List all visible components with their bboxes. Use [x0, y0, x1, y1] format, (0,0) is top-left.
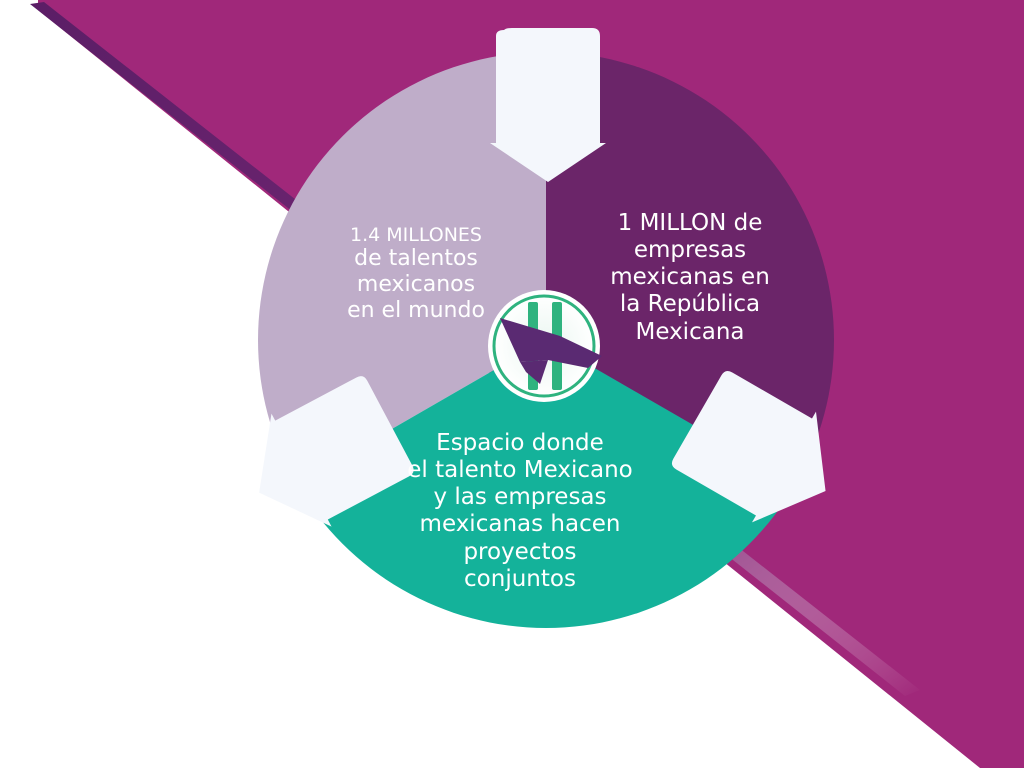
- space-line: el talento Mexicano: [407, 457, 633, 484]
- companies-line: empresas: [633, 237, 747, 264]
- space-line: y las empresas: [433, 484, 607, 511]
- down-right-arrow-icon: [671, 371, 826, 523]
- segment-space-text: Espacio donde el talento Mexicano y las …: [395, 430, 645, 593]
- segment-companies-text: 1 MILLON de empresas mexicanas en la Rep…: [580, 210, 800, 346]
- companies-line: mexicanas en: [610, 264, 770, 291]
- mexico-emblem-icon: [488, 290, 602, 402]
- space-line: proyectos: [463, 538, 577, 565]
- down-left-arrow-icon: [259, 376, 414, 527]
- talent-line: mexicanos: [356, 272, 476, 298]
- space-line: conjuntos: [464, 565, 576, 592]
- segment-talent-text: 1.4 MILLONES de talentos mexicanos en el…: [318, 224, 514, 324]
- talent-line: de talentos: [354, 246, 478, 272]
- space-line: mexicanas hacen: [419, 511, 621, 538]
- segment-space: [296, 340, 796, 628]
- companies-line: 1 MILLON de: [617, 210, 763, 236]
- space-line: Espacio donde: [436, 430, 604, 456]
- down-arrow-icon: [490, 28, 606, 182]
- companies-line: la República: [619, 291, 761, 318]
- companies-line: Mexicana: [635, 318, 745, 345]
- segment-companies: [546, 52, 834, 484]
- talent-line: en el mundo: [347, 298, 485, 324]
- segment-talent: [258, 52, 546, 484]
- talent-line: 1.4 MILLONES: [350, 224, 482, 246]
